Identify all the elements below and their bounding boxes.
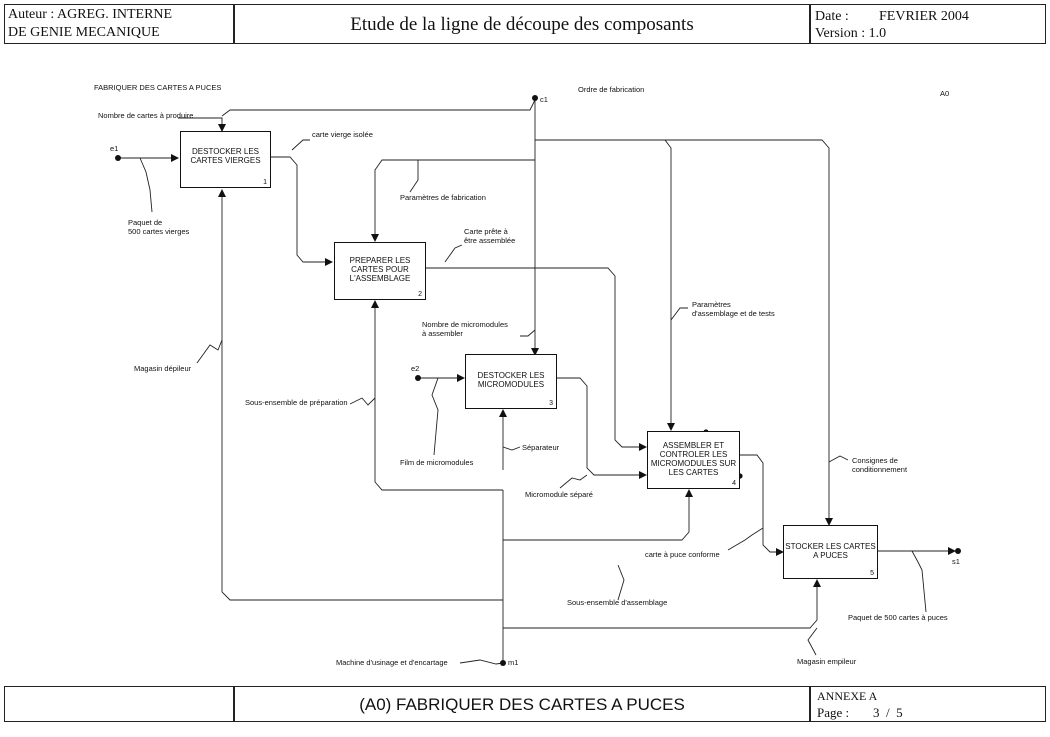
- activity-label-3: DESTOCKER LES MICROMODULES: [477, 371, 545, 389]
- activity-number-1: 1: [263, 179, 267, 186]
- label-carte-prete-1: Carte prête à: [464, 227, 508, 236]
- document-title: Etude de la ligne de découpe des composa…: [350, 14, 694, 35]
- arrow-c1-box1: [221, 99, 536, 117]
- annex: ANNEXE A: [817, 689, 878, 703]
- page-value: 3 / 5: [873, 705, 903, 720]
- activity-number-2: 2: [418, 291, 422, 298]
- tunnel-s1: s1: [952, 557, 960, 566]
- node-title: FABRIQUER DES CARTES A PUCES: [94, 83, 222, 92]
- label-sous-ens-prep: Sous-ensemble de préparation: [245, 398, 348, 407]
- node-ref: A0: [940, 89, 950, 98]
- label-machine: Machine d'usinage et d'encartage: [336, 658, 448, 667]
- activity-number-3: 3: [549, 400, 553, 407]
- arrow-carte-conforme: [740, 454, 784, 556]
- label-paquet-2: 500 cartes vierges: [128, 227, 190, 236]
- arrow-carte-prete: [426, 267, 647, 451]
- label-nombre-cartes: Nombre de cartes à produire: [98, 111, 194, 120]
- date-value: FEVRIER 2004: [879, 9, 969, 24]
- activity-number-5: 5: [870, 570, 874, 577]
- author-line-2: DE GENIE MECANIQUE: [8, 25, 160, 40]
- arrow-magasin-depileur: [218, 189, 503, 601]
- activity-box-4: ASSEMBLER ET CONTROLER LES MICROMODULES …: [647, 431, 740, 489]
- label-consignes-1: Consignes de: [852, 456, 898, 465]
- header-title-cell: Etude de la ligne de découpe des composa…: [234, 4, 810, 44]
- label-ordre: Ordre de fabrication: [578, 85, 645, 94]
- arrow-sous-ens-prep: [371, 300, 503, 491]
- label-paquet-sortie: Paquet de 500 cartes à puces: [848, 613, 948, 622]
- arrow-param-fab: [371, 159, 535, 242]
- tunnel-c1: c1: [540, 95, 548, 104]
- header-date-cell: Date : FEVRIER 2004 Version : 1.0: [810, 4, 1046, 44]
- author-line-1: Auteur : AGREG. INTERNE: [8, 7, 173, 22]
- activity-box-5: STOCKER LES CARTES A PUCES 5: [783, 525, 878, 579]
- label-paquet-1: Paquet de: [128, 218, 163, 227]
- activity-label-5: STOCKER LES CARTES A PUCES: [785, 542, 876, 560]
- arrow-carte-vierge: [271, 156, 333, 266]
- label-nombre-micro-2: à assembler: [422, 329, 463, 338]
- date-label: Date :: [815, 9, 849, 24]
- label-carte-prete-2: être assemblée: [464, 236, 516, 245]
- label-consignes-2: conditionnement: [852, 465, 908, 474]
- label-film: Film de micromodules: [400, 458, 474, 467]
- footer-title-cell: (A0) FABRIQUER DES CARTES A PUCES: [234, 686, 810, 722]
- arrow-consignes: [535, 139, 833, 526]
- arrow-micromodule-separe: [557, 377, 647, 479]
- label-magasin-empileur: Magasin empileur: [797, 657, 857, 666]
- label-separateur: Séparateur: [522, 443, 560, 452]
- footer-annex-cell: ANNEXE A Page : 3 / 5: [810, 686, 1046, 722]
- page-label: Page :: [817, 705, 850, 720]
- label-magasin-depileur: Magasin dépileur: [134, 364, 192, 373]
- tunnel-e1: e1: [110, 144, 119, 153]
- activity-number-4: 4: [732, 480, 736, 487]
- tunnel-m1: m1: [508, 658, 519, 667]
- label-micromodule-separe: Micromodule séparé: [525, 490, 593, 499]
- tunnel-e2: e2: [411, 364, 420, 373]
- label-param-assemblage-1: Paramètres: [692, 300, 731, 309]
- label-carte-vierge: carte vierge isolée: [312, 130, 373, 139]
- arrow-sous-ens-assemblage: [503, 489, 693, 541]
- label-param-assemblage-2: d'assemblage et de tests: [692, 309, 775, 318]
- label-nombre-micro-1: Nombre de micromodules: [422, 320, 508, 329]
- label-sous-ens-assemblage: Sous-ensemble d'assemblage: [567, 598, 668, 607]
- arrow-nombre-cartes: [178, 117, 226, 132]
- activity-box-2: PREPARER LES CARTES POUR L'ASSEMBLAGE 2: [334, 242, 426, 300]
- activity-box-1: DESTOCKER LES CARTES VIERGES 1: [180, 131, 271, 188]
- version: Version : 1.0: [815, 26, 887, 41]
- activity-box-3: DESTOCKER LES MICROMODULES 3: [465, 354, 557, 409]
- activity-label-1: DESTOCKER LES CARTES VIERGES: [190, 147, 261, 165]
- activity-label-2: PREPARER LES CARTES POUR L'ASSEMBLAGE: [349, 256, 411, 283]
- activity-label-4: ASSEMBLER ET CONTROLER LES MICROMODULES …: [650, 441, 737, 477]
- label-carte-conforme: carte à puce conforme: [645, 550, 720, 559]
- header-author-cell: Auteur : AGREG. INTERNE DE GENIE MECANIQ…: [4, 4, 234, 44]
- footer-left-cell: [4, 686, 234, 722]
- footer-title: (A0) FABRIQUER DES CARTES A PUCES: [359, 695, 685, 714]
- arrow-magasin-empileur: [503, 579, 821, 629]
- label-param-fab: Paramètres de fabrication: [400, 193, 486, 202]
